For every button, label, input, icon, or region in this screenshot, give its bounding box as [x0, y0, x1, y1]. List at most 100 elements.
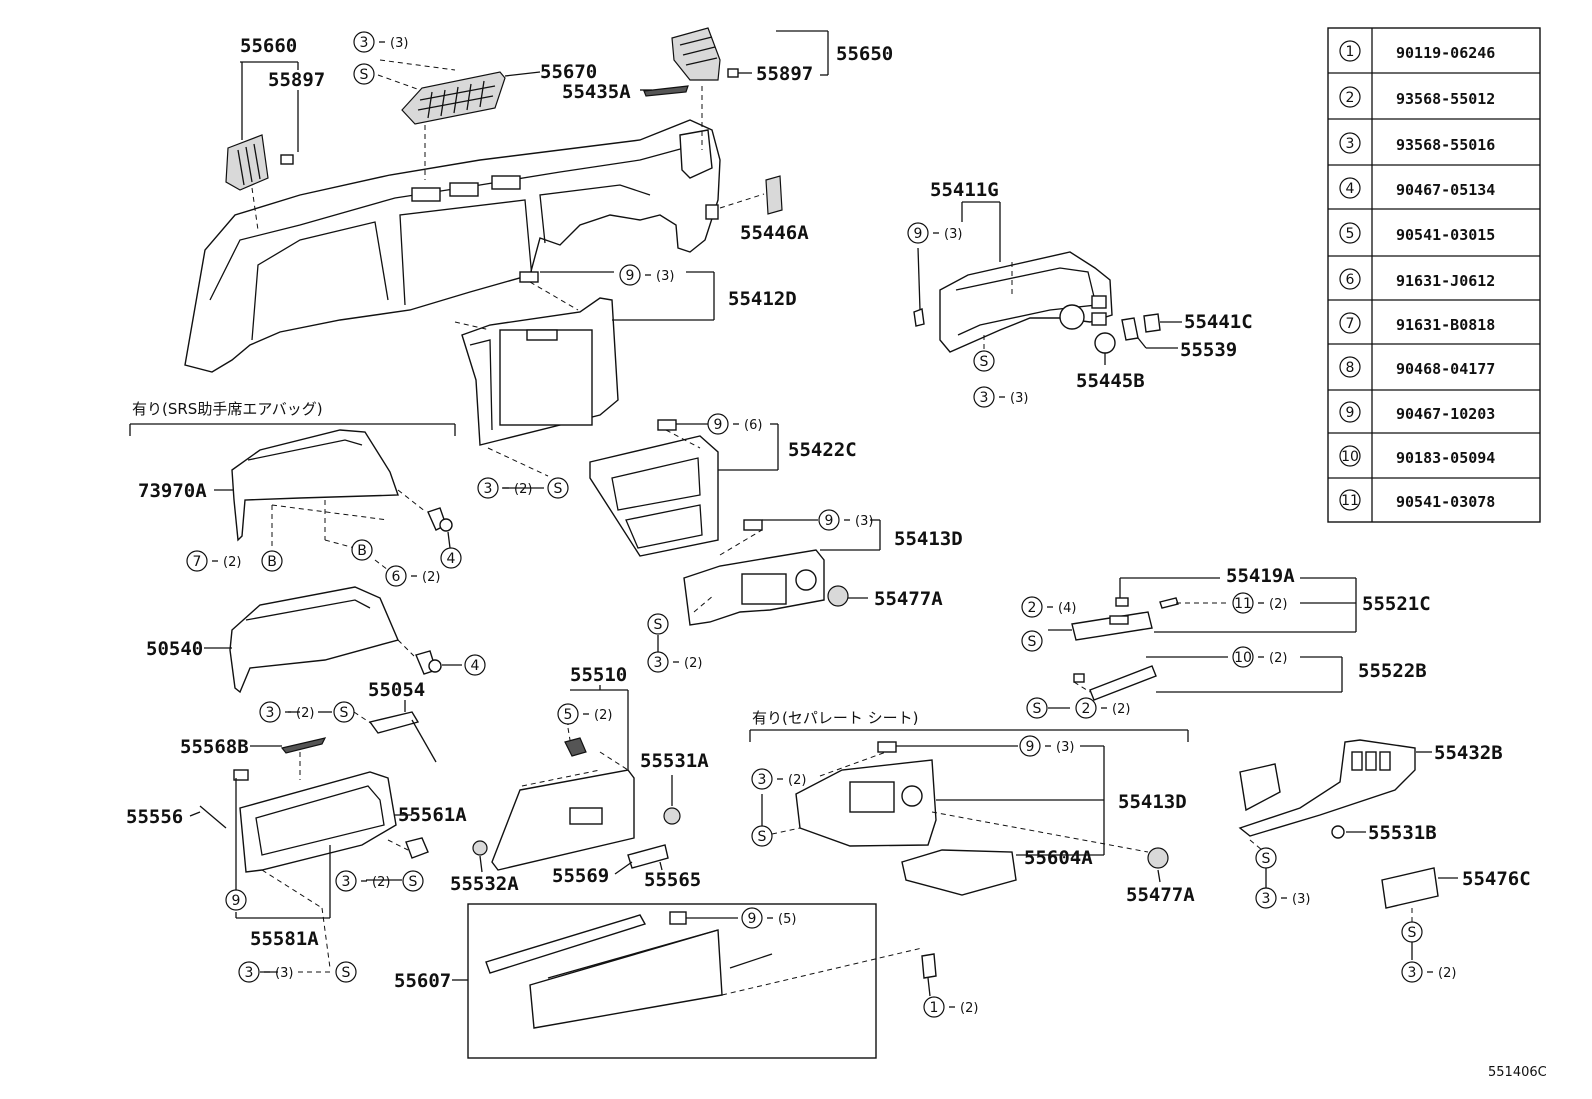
callout-c33: S [402, 870, 424, 892]
label-55432B: 55432B [1434, 742, 1503, 764]
callout-quantity: (2) [372, 875, 390, 890]
label-73970A: 73970A [138, 480, 207, 502]
legend-key-circle [1339, 268, 1361, 290]
callout-c34: S [335, 961, 357, 983]
callout-c13: 6(2) [385, 565, 440, 587]
switch-bracket-55521C [1071, 597, 1179, 701]
legend-part-number: 91631-J0612 [1396, 272, 1495, 290]
label-55897: 55897 [268, 69, 325, 91]
callout-circle [907, 222, 929, 244]
callout-number: S [1028, 634, 1037, 650]
callout-c6: 3(3) [973, 386, 1028, 408]
label-55477A: 55477A [1126, 884, 1195, 906]
callout-circle [1026, 697, 1048, 719]
label-55446A: 55446A [740, 222, 809, 244]
callout-number: S [654, 617, 663, 633]
label-55510: 55510 [570, 664, 627, 686]
legend-key-circle [1339, 356, 1361, 378]
lower-panel-73970A [231, 429, 453, 542]
callout-number: 9 [626, 268, 635, 284]
callout-c2: S [353, 63, 375, 85]
callout-c41: 3 (2) [1401, 961, 1456, 983]
callout-number: 3 [758, 772, 767, 788]
box-55607 [467, 903, 937, 1059]
callout-quantity: (2) [1438, 966, 1456, 981]
callout-c8: 3 (2) [477, 477, 532, 499]
callout-quantity: (2) [223, 555, 241, 570]
legend-key-circle [1339, 222, 1361, 244]
callout-quantity: (3) [944, 227, 962, 242]
center-bracket-55412D [461, 271, 619, 446]
callout-c11: B [261, 550, 283, 572]
diagram-id: 551406C [1488, 1065, 1547, 1080]
note-srs-airbag: 有り(SRS助手席エアバッグ) [132, 400, 323, 418]
callout-c31: 9 [225, 889, 247, 911]
callout-circle [225, 889, 247, 911]
callout-circle [335, 961, 357, 983]
legend-part-number: 90467-05134 [1396, 181, 1495, 199]
callout-quantity: (3) [1010, 391, 1028, 406]
callout-number: 10 [1234, 650, 1252, 666]
callout-number: 9 [748, 911, 757, 927]
glove-box-door-55510 [472, 737, 681, 871]
callout-circle [1232, 592, 1254, 614]
callout-number: 7 [193, 554, 202, 570]
legend-key-circle [1339, 86, 1361, 108]
callout-c26: S [1026, 697, 1048, 719]
lower-panel-55432B [1238, 739, 1439, 909]
callout-c4: 9(3) [907, 222, 962, 244]
callout-number: 1 [930, 1000, 939, 1016]
callout-number: 3 [484, 481, 493, 497]
callout-number: S [980, 354, 989, 370]
label-55476C: 55476C [1462, 868, 1531, 890]
callout-c28: 9(3) [1019, 735, 1074, 757]
callout-circle [1019, 735, 1041, 757]
callout-circle [557, 703, 579, 725]
callout-circle [923, 996, 945, 1018]
callout-quantity: (6) [744, 418, 762, 433]
callout-circle [547, 477, 569, 499]
label-55477A: 55477A [874, 588, 943, 610]
callout-number: 3 [1262, 891, 1271, 907]
legend-part-number: 91631-B0818 [1396, 316, 1495, 334]
callout-circle [1232, 646, 1254, 668]
callout-number: 3 [1408, 965, 1417, 981]
callout-quantity: (2) [594, 708, 612, 723]
callout-c19: 3(2) [259, 701, 314, 723]
callout-c37: S [1255, 847, 1277, 869]
center-panel-55413D-upper [683, 519, 849, 626]
callout-quantity: (3) [275, 966, 293, 981]
glove-box-frame-55581A [199, 737, 429, 873]
center-trim-55422C [589, 419, 719, 557]
center-panel-55413D-lower [795, 741, 1169, 896]
callout-c21: 5(2) [557, 703, 612, 725]
callout-quantity: (2) [514, 482, 532, 497]
legend-key: 3 [1346, 136, 1355, 152]
label-55650: 55650 [836, 43, 893, 65]
legend-key: 5 [1346, 226, 1355, 242]
callout-quantity: (2) [1112, 702, 1130, 717]
callout-c20: S [333, 701, 355, 723]
callout-c7: 9(6) [707, 413, 762, 435]
callout-circle [1401, 921, 1423, 943]
callout-circle [464, 654, 486, 676]
callout-c35: 3(3) [238, 961, 293, 983]
legend-part-number: 93568-55016 [1396, 136, 1495, 154]
legend-key: 11 [1341, 493, 1359, 509]
label-55607: 55607 [394, 970, 451, 992]
label-55522B: 55522B [1358, 660, 1427, 682]
cluster-bezel-55411G [913, 251, 1161, 354]
legend-part-number: 93568-55012 [1396, 90, 1495, 108]
callout-c10: 7 (2) [186, 550, 241, 572]
label-55419A: 55419A [1226, 565, 1295, 587]
callout-number: 4 [447, 551, 456, 567]
callout-number: 2 [1028, 600, 1037, 616]
callout-number: B [357, 543, 367, 559]
callout-c12: B [351, 539, 373, 561]
label-55581A: 55581A [250, 928, 319, 950]
callout-circle [1021, 630, 1043, 652]
callout-quantity: (4) [1058, 601, 1076, 616]
legend-key-circle [1339, 40, 1361, 62]
label-55670: 55670 [540, 61, 597, 83]
callout-c22: 2 (4) [1021, 596, 1076, 618]
